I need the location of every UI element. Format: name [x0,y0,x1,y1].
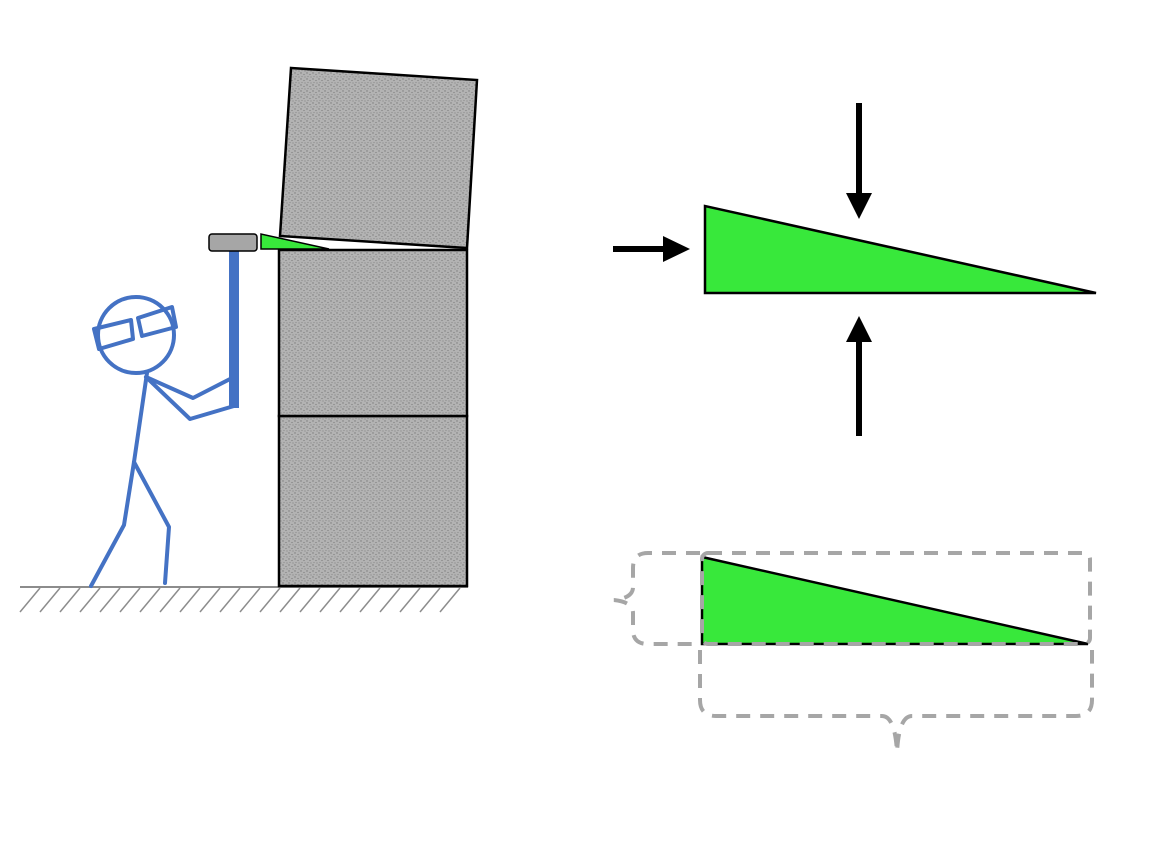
hatch-line [219,587,241,613]
hatch-line [439,587,461,613]
hammer-handle [229,248,239,408]
stone-block-top-tilted [278,66,479,250]
head [96,295,176,375]
stick-figure [89,295,236,588]
hatch-line [359,587,381,613]
hatch-line [239,587,261,613]
hatch-line [199,587,221,613]
hatch-line [399,587,421,613]
hatch-line [19,587,41,613]
leg-back [89,460,136,588]
stone-block-middle [277,248,469,418]
leg-front [132,460,171,585]
applied-force-arrow [613,236,690,262]
hammer-head [208,233,258,252]
hatch-line [59,587,81,613]
hatch-line [139,587,161,613]
hatch-line [419,587,441,613]
force-diagram [613,103,1097,436]
stone-stack [277,66,479,588]
top-normal-force-arrow [846,103,872,219]
hatch-line [159,587,181,613]
arm-back [144,375,234,400]
height-brace [613,551,700,646]
stone-block-bottom [277,414,469,588]
hatch-line [279,587,301,613]
ground-hatching [19,587,461,613]
bottom-normal-force-arrow [846,316,872,436]
dimension-diagram [613,551,1094,753]
torso [132,371,149,464]
hatch-line [119,587,141,613]
hatch-line [79,587,101,613]
hatch-line [379,587,401,613]
goggles [92,305,178,351]
length-brace [698,650,1094,753]
dimension-wedge [700,555,1089,646]
hatch-line [299,587,321,613]
hammer [208,233,258,408]
large-wedge [703,204,1097,295]
hatch-line [39,587,61,613]
bounding-box-dashed [700,551,1092,646]
hatch-line [99,587,121,613]
arm-front [144,375,236,421]
small-wedge [260,233,330,250]
ground [19,586,468,613]
hatch-line [339,587,361,613]
hatch-line [319,587,341,613]
hatch-line [259,587,281,613]
hatch-line [179,587,201,613]
